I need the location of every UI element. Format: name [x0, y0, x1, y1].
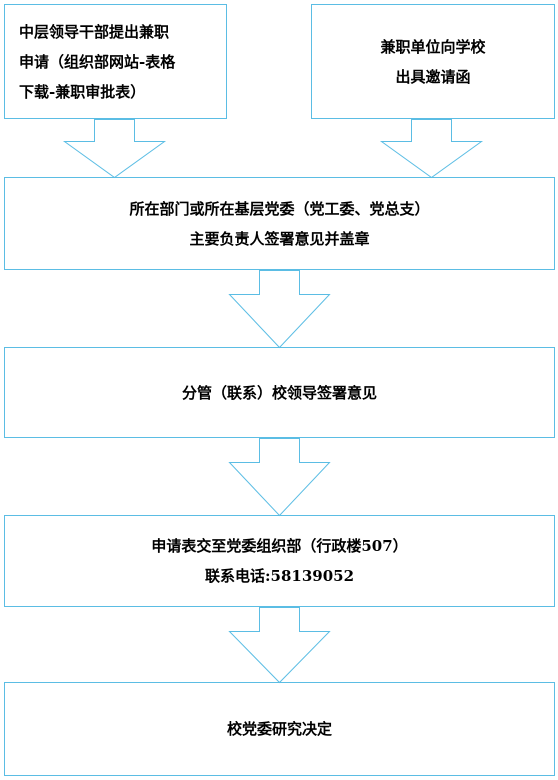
step-text-line: 校党委研究决定	[226, 720, 332, 738]
step-text-line: 下载-兼职审批表）	[19, 82, 146, 101]
down-arrow-icon	[228, 270, 331, 349]
step-text-line: 出具邀请函	[395, 67, 471, 86]
step-box-cadre-application: 中层领导干部提出兼职 申请（组织部网站-表格 下载-兼职审批表）	[4, 4, 227, 119]
step-text-line: 兼职单位向学校	[380, 37, 486, 56]
step-box-party-committee-decision: 校党委研究决定	[4, 682, 555, 776]
down-arrow-icon	[62, 119, 167, 179]
down-arrow-icon	[379, 119, 484, 179]
step-text-line: 分管（联系）校领导签署意见	[181, 383, 377, 402]
down-arrow-icon	[228, 438, 331, 517]
step-text-line: 所在部门或所在基层党委（党工委、党总支）	[129, 199, 430, 218]
step-text-line: 联系电话:58139052	[204, 567, 355, 585]
step-text-line: 中层领导干部提出兼职	[19, 22, 170, 41]
step-box-employer-invitation: 兼职单位向学校 出具邀请函	[311, 4, 555, 119]
step-text-line: 主要负责人签署意见并盖章	[189, 229, 370, 248]
step-box-department-approval: 所在部门或所在基层党委（党工委、党总支） 主要负责人签署意见并盖章	[4, 177, 555, 270]
step-box-submit-to-org-dept: 申请表交至党委组织部（行政楼507） 联系电话:58139052	[4, 515, 555, 607]
step-box-school-leader-opinion: 分管（联系）校领导签署意见	[4, 347, 555, 438]
down-arrow-icon	[228, 607, 331, 684]
step-text-line: 申请（组织部网站-表格	[19, 52, 176, 71]
step-text-line: 申请表交至党委组织部（行政楼507）	[151, 537, 408, 555]
